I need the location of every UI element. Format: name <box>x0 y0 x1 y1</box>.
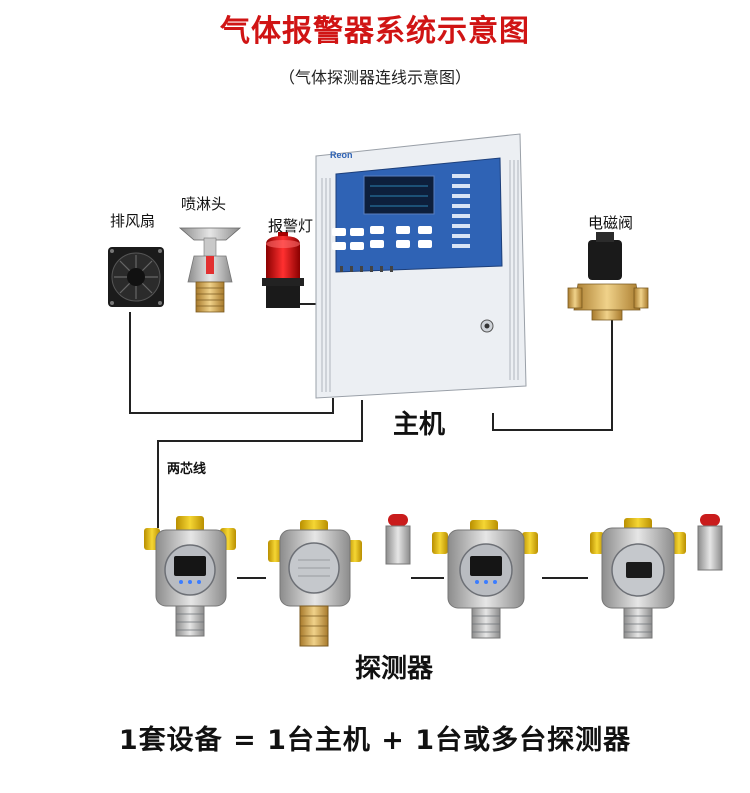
detector-4 <box>590 514 723 639</box>
wire-fan-host <box>129 312 334 414</box>
detector-2 <box>268 514 411 647</box>
solenoid-valve <box>567 232 649 321</box>
exhaust-fan <box>108 247 164 307</box>
host-label: 主机 <box>393 410 446 440</box>
alarm-lamp <box>262 232 304 308</box>
wire-host-valve <box>492 320 613 431</box>
two-core-wire-label: 两芯线 <box>167 462 207 477</box>
diagram-subtitle: （气体探测器连线示意图） <box>278 68 471 87</box>
detectors-label: 探测器 <box>355 654 434 684</box>
equipment-formula: 1套设备 = 1台主机 + 1台或多台探测器 <box>118 725 632 756</box>
diagram-title: 气体报警器系统示意图 <box>220 14 530 49</box>
alarm-lamp-label: 报警灯 <box>268 217 314 235</box>
wiring <box>129 303 613 579</box>
host-controller <box>315 133 527 399</box>
fan-label: 排风扇 <box>110 212 156 230</box>
detector-3 <box>432 520 538 639</box>
wire-host-detectors <box>157 400 363 528</box>
solenoid-valve-label: 电磁阀 <box>588 214 634 232</box>
sprinkler-head <box>178 227 242 313</box>
detector-1 <box>144 516 236 637</box>
sprinkler-label: 喷淋头 <box>181 195 227 213</box>
host-brand-logo: Reon <box>330 150 353 160</box>
